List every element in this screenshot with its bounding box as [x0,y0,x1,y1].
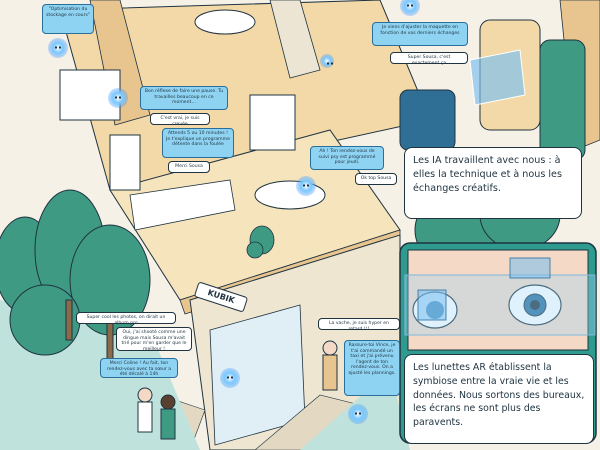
speech-bubble: "Optimisation du stockage en cours" [42,4,94,34]
ai-assistant-glow-icon [348,404,368,424]
speech-bubble: Merci Coline ! Au fait, ton rendez-vous … [100,358,178,378]
speech-bubble: Merci Sousa [168,161,210,173]
speech-bubble: Ah ! Ton rendez-vous de suivi psy est pr… [310,146,384,170]
caption-ar-glasses: Les lunettes AR établissent la symbiose … [404,354,594,444]
speech-bubble: C'est vrai, je suis crevée [150,113,210,127]
speech-bubble: Rassure-toi Vince, je t'ai commandé un t… [344,340,400,396]
ai-assistant-glow-icon [108,88,128,108]
ai-assistant-glow-icon [48,38,68,58]
ai-assistant-glow-icon [320,54,334,68]
caption-ai-collaboration: Les IA travaillent avec nous : à elles l… [404,147,582,219]
speech-bubble: Super Sousa, c'est exactement ça [390,52,468,66]
speech-bubble: La vache, je suis hyper en retard !!! [318,318,400,332]
speech-bubble: Super cool les photos, on dirait un albu… [76,312,176,326]
speech-bubble: Ok top Sousa [355,173,397,185]
speech-bubble: Bon réflexe de faire une pause. Tu trava… [140,86,228,110]
ai-assistant-glow-icon [400,0,420,16]
ai-assistant-glow-icon [296,176,316,196]
speech-bubble: Je viens d'ajuster la maquette en foncti… [372,22,468,46]
ai-assistant-glow-icon [220,368,240,388]
speech-bubble: Oui, j'ai shooté comme une dingue mais S… [116,327,192,352]
speech-bubble: Attends 5 ou 10 minutes ! Je t'explique … [162,128,234,158]
